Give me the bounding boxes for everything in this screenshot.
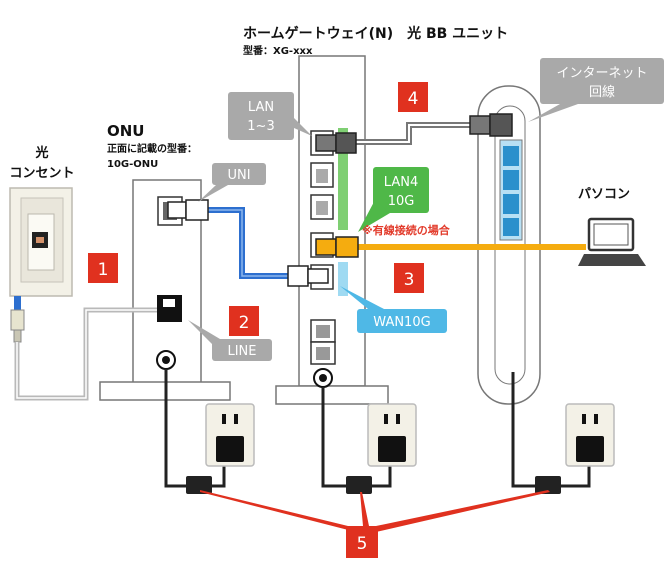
gray-lan-cable [355,122,470,145]
model-number: 型番：XG-xxx [243,44,313,57]
wired-connection-note: ※有線接続の場合 [362,223,451,237]
tag-lan4-line1: LAN4 [384,175,418,190]
tag-line: LINE [227,344,256,359]
pc-label: パソコン [578,187,630,202]
power-outlet-icon [205,403,255,467]
wan-plug-icon [287,265,329,287]
outlet-label-line2: コンセント [9,166,74,181]
svg-text:1: 1 [98,260,109,280]
power-outlet-icon [367,403,417,467]
step-5-pointers [200,490,550,532]
onu-note-line1: 正面に記載の型番： [107,142,197,155]
tag-uni: UNI [227,168,250,183]
tag-wan: WAN10G [373,315,430,330]
tag-lan4-line2: 10G [388,194,415,209]
laptop-icon [578,217,646,266]
step-badge-5: 5 [346,526,378,558]
tag-internet-line2: 回線 [589,84,615,100]
step-badge-3: 3 [394,263,424,293]
optical-connector [10,296,25,343]
onu-title: ONU [107,122,145,140]
lan-plug-icon [315,132,357,154]
uni-plug-icon [167,199,209,221]
blue-lan-cable [208,207,288,279]
internet-plug-icon [469,113,513,137]
power-outlet-icon [565,403,615,467]
svg-text:5: 5 [357,534,368,554]
svg-text:3: 3 [404,270,415,290]
lan4-plug-icon [315,236,359,258]
step-badge-4: 4 [398,82,428,112]
tag-lan13-line1: LAN [248,100,274,115]
svg-text:4: 4 [408,89,419,109]
outlet-label-line1: 光 [34,145,48,161]
diagram-title: ホームゲートウェイ(N) 光 BB ユニット [243,25,508,42]
step-badge-1: 1 [88,253,118,283]
optical-outlet [9,187,73,297]
tag-internet-line1: インターネット [556,66,647,81]
step-badge-2: 2 [229,306,259,336]
tag-lan13-line2: 1~3 [247,119,274,134]
svg-text:2: 2 [239,313,250,333]
onu-note-line2: 10G-ONU [107,159,158,170]
